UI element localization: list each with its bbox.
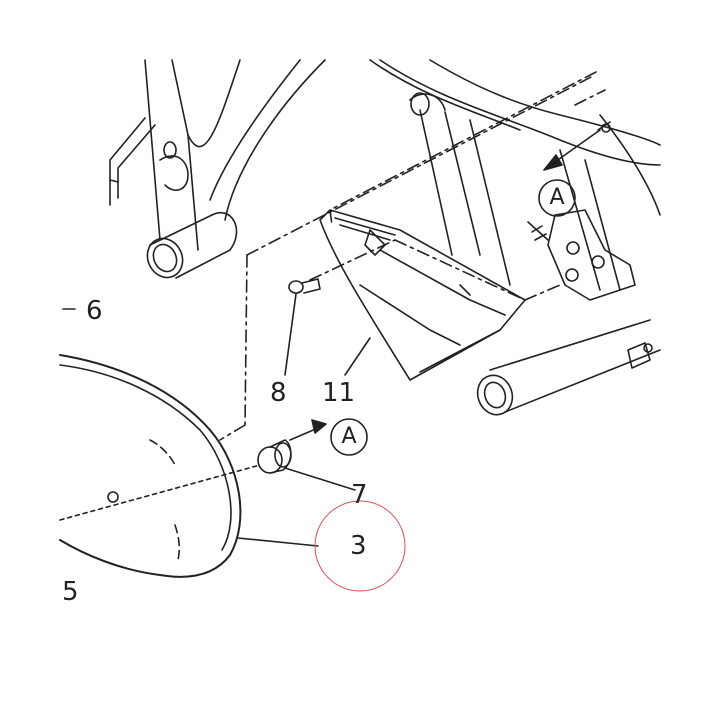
grommet-part-7 xyxy=(257,439,292,474)
callout-8: 8 xyxy=(270,378,287,408)
screw-part-8 xyxy=(288,278,321,294)
leader-lines xyxy=(62,293,371,547)
arrow-to-ref-a-upper xyxy=(543,129,601,171)
dashed-axis-line xyxy=(59,464,261,521)
callout-3: 3 xyxy=(350,531,367,561)
alignment-lines xyxy=(219,71,606,441)
ref-letter-lower: A xyxy=(341,424,357,449)
cover-part-11 xyxy=(319,209,526,381)
muffler-part-3 xyxy=(59,354,242,578)
callout-6: 6 xyxy=(86,296,103,326)
highlight-circle xyxy=(314,500,406,592)
callout-7: 7 xyxy=(351,480,368,510)
left-frame-tube xyxy=(109,59,326,279)
arrow-to-ref-a-lower xyxy=(289,419,327,441)
callout-5: 5 xyxy=(62,577,79,607)
right-frame xyxy=(369,59,661,416)
ref-circle-lower xyxy=(330,418,368,456)
ref-letter-upper: A xyxy=(549,185,565,210)
ref-circle-upper xyxy=(538,179,576,217)
callout-11: 11 xyxy=(322,378,356,408)
